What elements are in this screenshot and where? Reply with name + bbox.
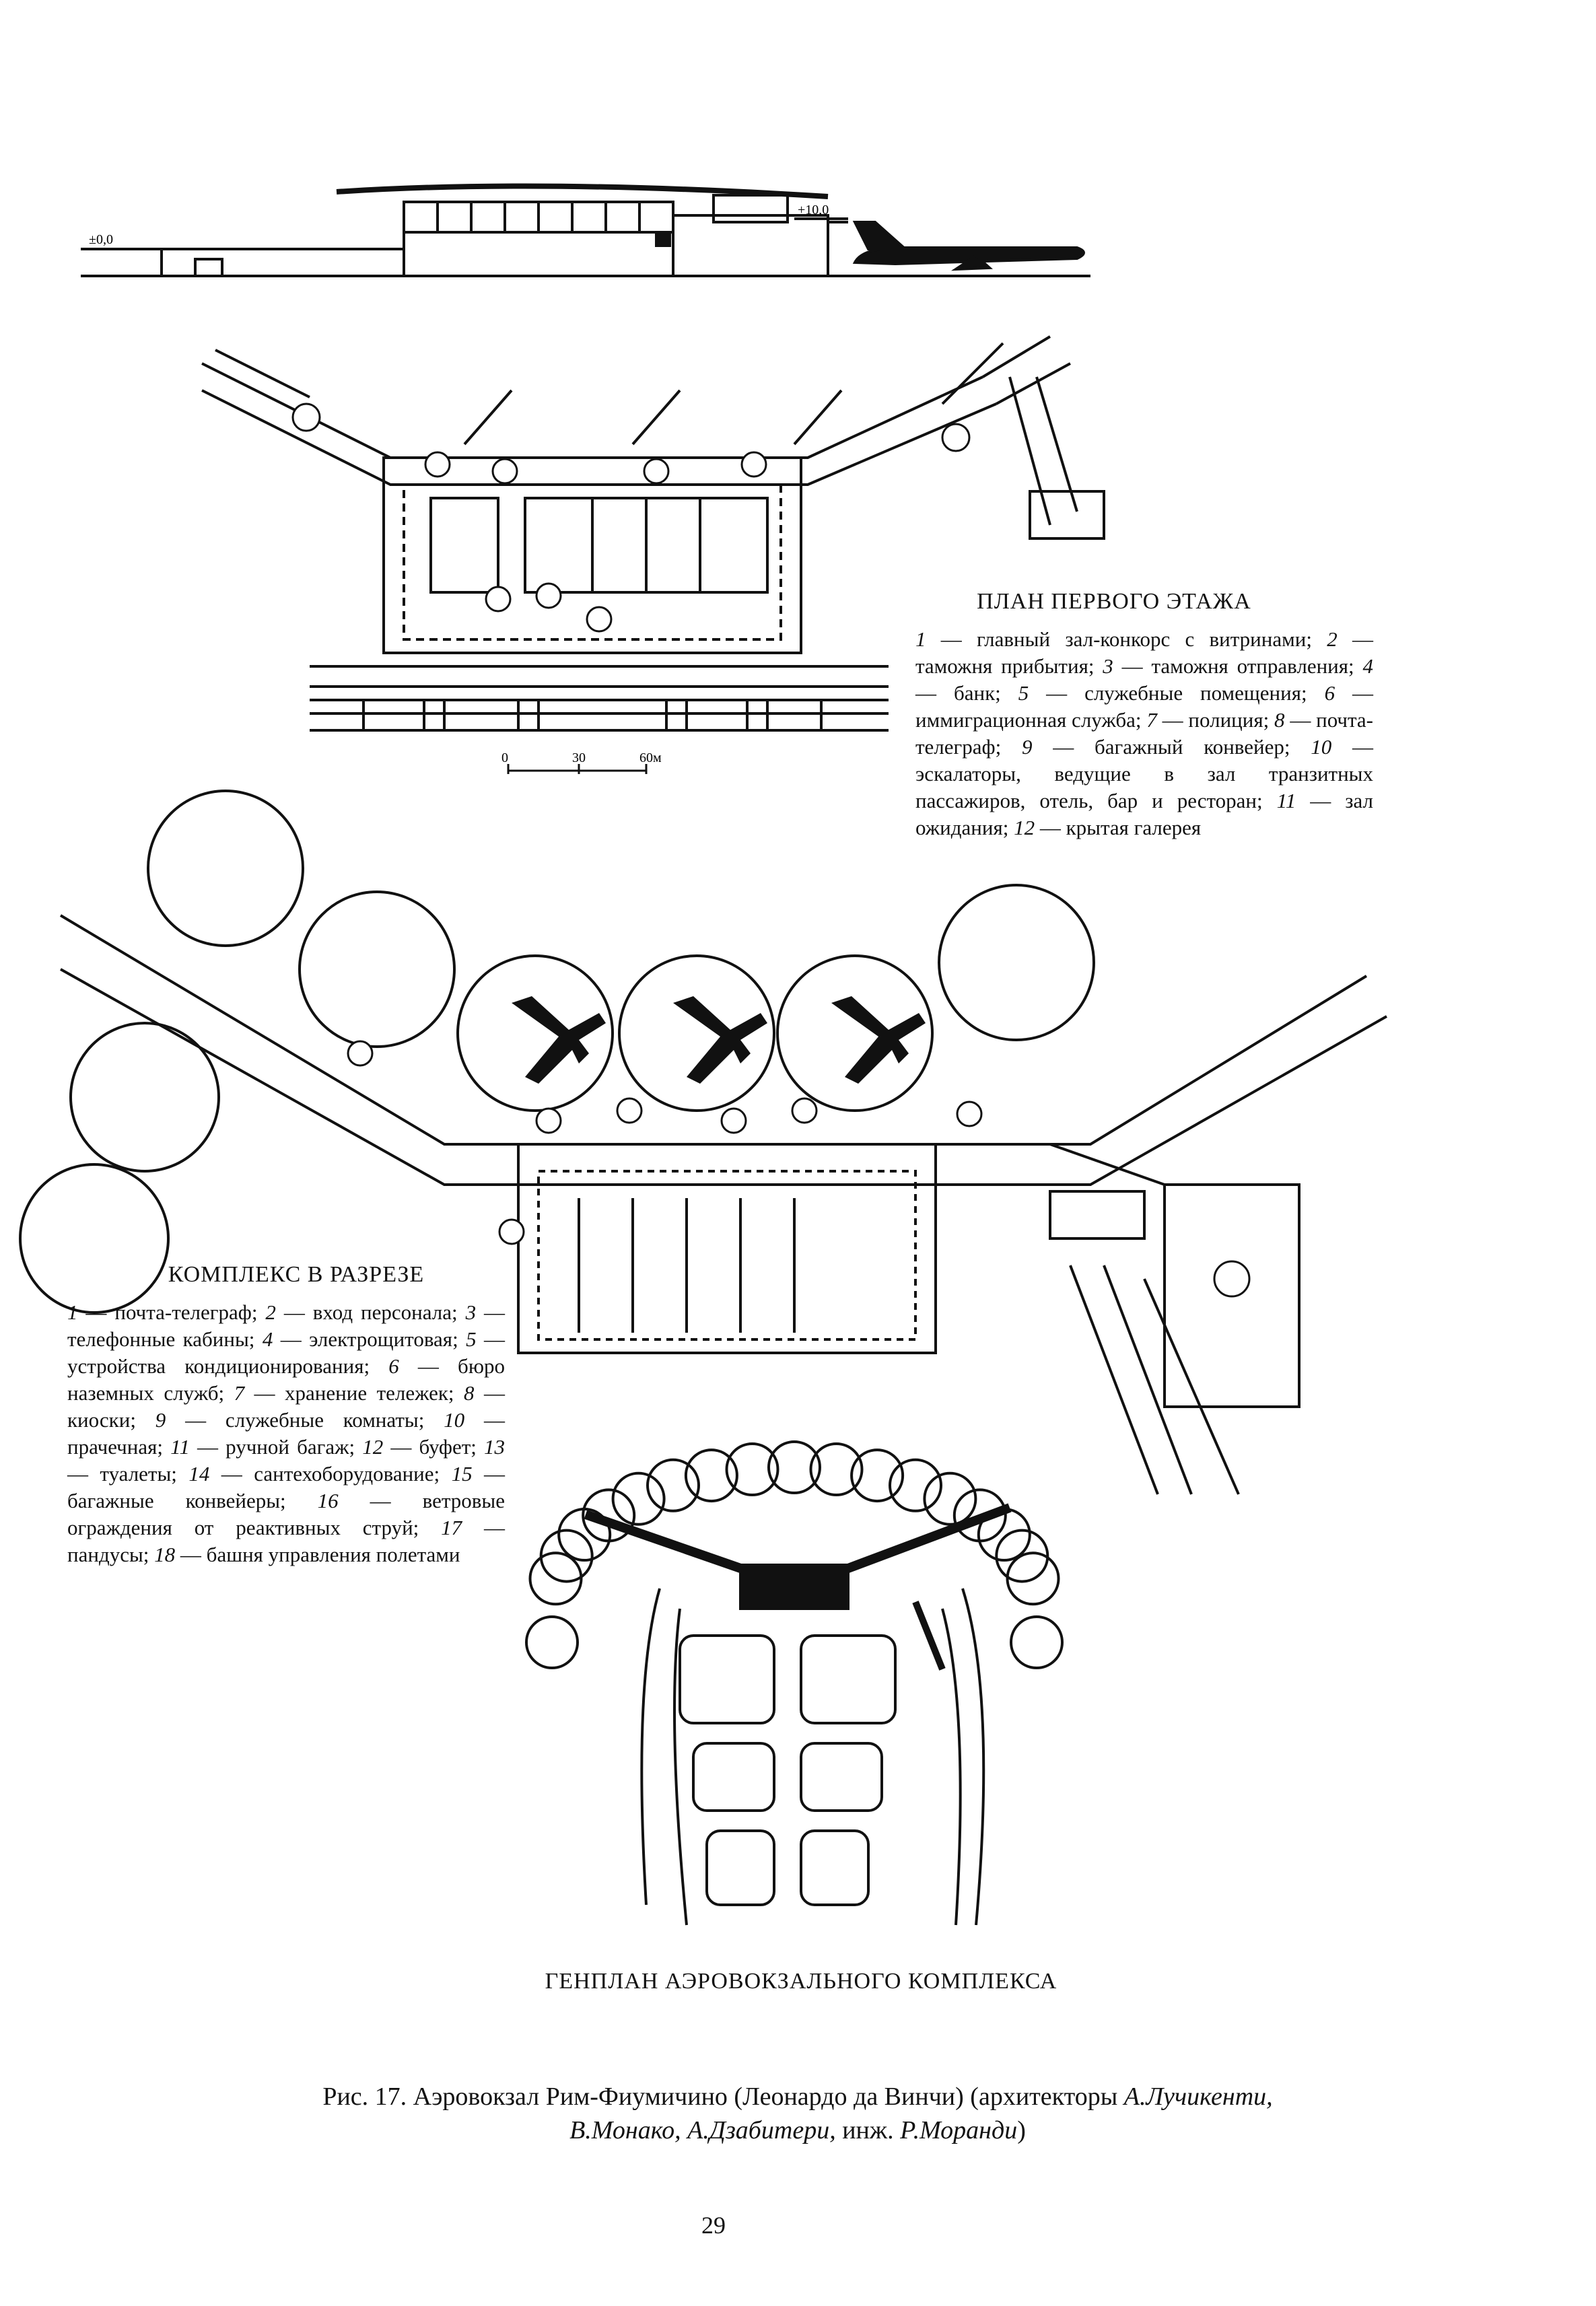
site-plan-tree-circle — [809, 1442, 864, 1496]
site-plan-tree-circle — [725, 1442, 779, 1496]
scale-label-60: 60м — [639, 750, 662, 765]
site-plan-tree-circle — [684, 1448, 738, 1503]
site-plan-tree-circle — [582, 1488, 636, 1543]
scale-label-30: 30 — [572, 750, 586, 765]
complex-section-title: КОМПЛЕКС В РАЗРЕЗЕ — [168, 1262, 425, 1287]
site-plan-title: ГЕНПЛАН АЭРОВОКЗАЛЬНОГО КОМПЛЕКСА — [545, 1969, 1057, 1994]
figure-caption-line-2: В.Монако, А.Дзабитери, инж. Р.Моранди) — [569, 2116, 1026, 2144]
complex-section-legend: 1 — почта-телеграф; 2 — вход персонала; … — [67, 1300, 506, 1566]
site-plan-tree-circle — [1006, 1551, 1060, 1606]
site-plan-tree-circle — [923, 1471, 977, 1526]
site-plan-tree-circle — [646, 1458, 700, 1512]
plan-first-floor-title: ПЛАН ПЕРВОГО ЭТАЖА — [977, 589, 1251, 614]
site-plan-tree-circle — [889, 1458, 942, 1512]
page-number: 29 — [701, 2212, 726, 2239]
plan-first-floor-legend: 1 — главный зал-конкорс с витринами; 2 —… — [915, 627, 1374, 839]
site-plan-tree-circle — [850, 1448, 905, 1503]
site-plan-tree-circle — [767, 1440, 821, 1494]
site-plan-tree-circle — [995, 1529, 1049, 1583]
scale-label-0: 0 — [501, 750, 508, 765]
site-plan-tree-circle — [539, 1529, 594, 1583]
site-plan-tree-circle — [525, 1615, 579, 1669]
figure-caption-line-1: Рис. 17. Аэровокзал Рим-Фиумичино (Леона… — [322, 2083, 1273, 2111]
level-mark-ground: ±0,0 — [89, 232, 113, 247]
site-plan-tree-circle — [1010, 1615, 1064, 1669]
site-plan-tree-circle — [611, 1471, 666, 1526]
figure-caption: Рис. 17. Аэровокзал Рим-Фиумичино (Леона… — [135, 2080, 1461, 2147]
site-plan-tree-circle — [528, 1551, 583, 1606]
level-mark-upper: +10,0 — [798, 203, 829, 217]
